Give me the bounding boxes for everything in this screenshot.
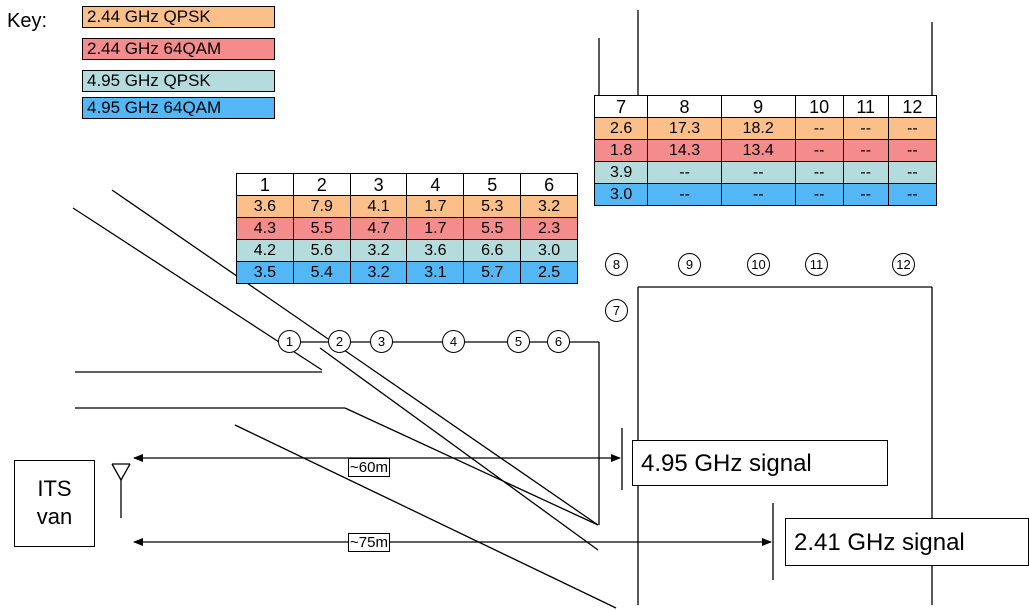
table-cell: 3.6 [406, 239, 465, 262]
table-cell: 1.8 [593, 139, 649, 162]
table-cell: 6.6 [463, 239, 522, 262]
table-cell: -- [887, 183, 938, 206]
table-cell: 3.0 [520, 239, 578, 262]
key-entry: 4.95 GHz 64QAM [82, 97, 275, 119]
location-marker-10: 10 [747, 253, 770, 276]
location-marker-5: 5 [507, 330, 530, 353]
table-cell: -- [720, 161, 796, 184]
column-header: 6 [520, 173, 578, 196]
table-cell: 3.2 [349, 261, 408, 284]
location-marker-11: 11 [805, 253, 828, 276]
location-marker-2: 2 [328, 330, 351, 353]
table-cell: -- [842, 161, 889, 184]
table-header-row: 7 8 9 10 11 12 [593, 95, 938, 118]
table-row-4.95-64qam: 3.0 -- -- -- -- -- [593, 183, 938, 206]
signal-label-2.41ghz: 2.41 GHz signal [785, 518, 1029, 566]
table-cell: 4.1 [349, 195, 408, 218]
table-cell: 5.7 [463, 261, 522, 284]
location-marker-6: 6 [547, 330, 570, 353]
table-cell: -- [720, 183, 796, 206]
signal-text: 2.41 GHz signal [794, 529, 965, 556]
location-marker-1: 1 [278, 330, 301, 353]
column-header: 7 [593, 95, 649, 118]
column-header: 4 [406, 173, 465, 196]
table-cell: 13.4 [720, 139, 796, 162]
column-header: 5 [463, 173, 522, 196]
distance-label-60m: ~60m [348, 458, 390, 477]
location-marker-8: 8 [605, 253, 628, 276]
column-header: 10 [794, 95, 844, 118]
throughput-table-left: 1 2 3 4 5 6 3.6 7.9 4.1 1.7 5.3 3.2 4.3 … [236, 173, 578, 284]
table-cell: 5.4 [292, 261, 351, 284]
table-cell: -- [842, 117, 889, 140]
table-cell: 1.7 [406, 195, 465, 218]
table-row-2.44-qpsk: 2.6 17.3 18.2 -- -- -- [593, 117, 938, 140]
table-cell: -- [794, 139, 844, 162]
table-cell: -- [887, 117, 938, 140]
signal-label-4.95ghz: 4.95 GHz signal [632, 440, 888, 486]
table-row-2.44-64qam: 4.3 5.5 4.7 1.7 5.5 2.3 [236, 217, 578, 240]
table-row-4.95-qpsk: 4.2 5.6 3.2 3.6 6.6 3.0 [236, 239, 578, 262]
table-cell: 1.7 [406, 217, 465, 240]
table-cell: 4.2 [236, 239, 294, 262]
table-cell: -- [647, 183, 722, 206]
table-cell: 2.6 [593, 117, 649, 140]
table-cell: 3.5 [236, 261, 294, 284]
throughput-table-right: 7 8 9 10 11 12 2.6 17.3 18.2 -- -- -- 1.… [593, 95, 938, 206]
table-cell: 18.2 [720, 117, 796, 140]
location-marker-4: 4 [442, 330, 465, 353]
column-header: 12 [887, 95, 938, 118]
table-cell: 3.2 [520, 195, 578, 218]
key-entry: 4.95 GHz QPSK [82, 70, 275, 92]
table-cell: 5.3 [463, 195, 522, 218]
table-cell: 3.9 [593, 161, 649, 184]
location-marker-9: 9 [678, 253, 701, 276]
table-cell: -- [794, 161, 844, 184]
its-van-box: ITS van [14, 460, 95, 547]
table-row-2.44-64qam: 1.8 14.3 13.4 -- -- -- [593, 139, 938, 162]
location-marker-3: 3 [370, 330, 393, 353]
table-cell: -- [887, 161, 938, 184]
table-cell: -- [887, 139, 938, 162]
location-marker-12: 12 [892, 253, 915, 276]
table-cell: -- [647, 161, 722, 184]
table-cell: 2.5 [520, 261, 578, 284]
table-cell: -- [842, 139, 889, 162]
table-cell: 3.1 [406, 261, 465, 284]
key-entry: 2.44 GHz 64QAM [82, 38, 275, 60]
table-cell: 4.7 [349, 217, 408, 240]
key-label: Key: [7, 10, 48, 32]
column-header: 8 [647, 95, 722, 118]
column-header: 3 [349, 173, 408, 196]
table-cell: 3.0 [593, 183, 649, 206]
table-cell: 3.2 [349, 239, 408, 262]
van-label-line1: ITS [37, 476, 72, 501]
table-row-2.44-qpsk: 3.6 7.9 4.1 1.7 5.3 3.2 [236, 195, 578, 218]
key-entry: 2.44 GHz QPSK [82, 6, 275, 28]
table-row-4.95-64qam: 3.5 5.4 3.2 3.1 5.7 2.5 [236, 261, 578, 284]
location-marker-7: 7 [605, 299, 628, 322]
table-cell: 5.6 [292, 239, 351, 262]
table-cell: 7.9 [292, 195, 351, 218]
distance-label-75m: ~75m [348, 533, 390, 552]
signal-text: 4.95 GHz signal [641, 450, 812, 477]
table-cell: -- [794, 117, 844, 140]
table-cell: 5.5 [292, 217, 351, 240]
table-cell: -- [794, 183, 844, 206]
column-header: 11 [842, 95, 889, 118]
table-cell: 5.5 [463, 217, 522, 240]
table-cell: 4.3 [236, 217, 294, 240]
table-cell: 2.3 [520, 217, 578, 240]
table-cell: 3.6 [236, 195, 294, 218]
column-header: 2 [292, 173, 351, 196]
column-header: 9 [720, 95, 796, 118]
table-cell: -- [842, 183, 889, 206]
table-header-row: 1 2 3 4 5 6 [236, 173, 578, 196]
van-label-line2: van [36, 504, 73, 529]
table-cell: 17.3 [647, 117, 722, 140]
table-cell: 14.3 [647, 139, 722, 162]
column-header: 1 [236, 173, 294, 196]
table-row-4.95-qpsk: 3.9 -- -- -- -- -- [593, 161, 938, 184]
